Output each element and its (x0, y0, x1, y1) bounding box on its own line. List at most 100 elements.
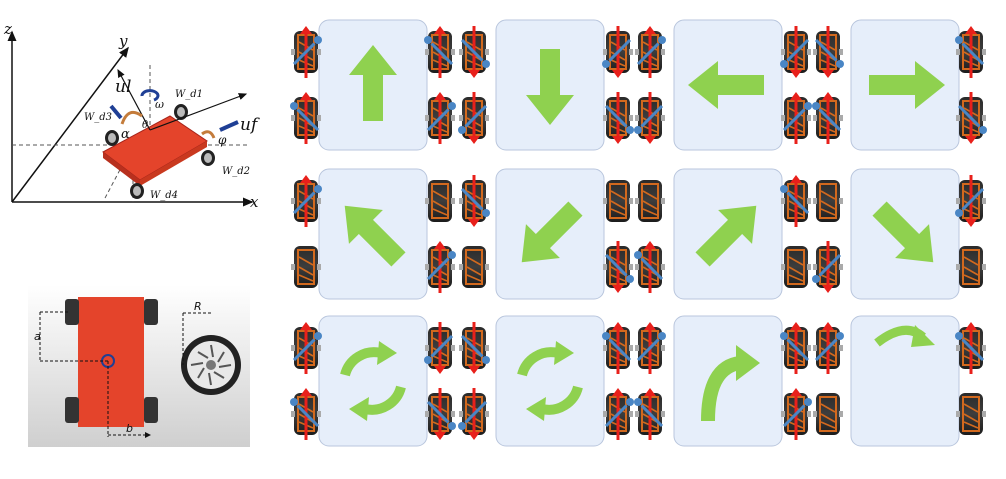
roller-force-arrow (458, 400, 488, 430)
roller-force-arrow (814, 38, 844, 68)
motion-tile-move-backward (495, 19, 605, 151)
roller-force-arrow (290, 102, 320, 132)
wheel-d3-label: W_d3 (84, 112, 112, 123)
mecanum-wheel-icon (459, 246, 489, 288)
force-arrow (965, 322, 977, 374)
force-arrow (965, 92, 977, 144)
roller-force-arrow (292, 332, 322, 362)
roller-force-arrow (634, 398, 664, 428)
axis-y-label: y (118, 32, 128, 50)
roller-force-arrow (636, 36, 666, 66)
roller-force-arrow (460, 334, 490, 364)
roller-force-arrow (782, 102, 812, 132)
roller-force-arrow (460, 187, 490, 217)
rotate-ccw-icon (517, 341, 583, 421)
coordinate-diagram: z y x ul uf ω α θ φ W_d1 W_d2 W_d3 W_d4 (0, 10, 265, 225)
motion-tile-move-left (673, 19, 783, 151)
roller-force-arrow (292, 185, 322, 215)
roller-force-arrow (957, 104, 987, 134)
mecanum-wheel-icon (603, 180, 633, 222)
omega-label: ω (155, 98, 164, 111)
force-arrow (822, 92, 834, 144)
mecanum-wheel-icon (291, 26, 322, 78)
mecanum-wheel-icon (634, 388, 665, 440)
uf-label: uf (240, 115, 260, 135)
force-arrow (434, 92, 446, 144)
mecanum-wheel-icon (781, 92, 812, 144)
roller-force-arrow (604, 253, 634, 283)
force-arrow (644, 388, 656, 440)
mecanum-wheel-icon (424, 322, 455, 374)
motion-tile-turn-lateral (850, 315, 960, 447)
force-arrow (300, 92, 312, 144)
motion-tile-move-backward-right (850, 168, 960, 300)
arrow-down-icon (526, 49, 574, 125)
mecanum-wheel-icon (634, 241, 665, 293)
phi-label: φ (218, 133, 227, 147)
mecanum-wheel-icon (291, 322, 322, 374)
force-arrow (612, 388, 624, 440)
force-arrow (300, 26, 312, 78)
mecanum-wheel-icon (459, 322, 490, 374)
mecanum-wheel-icon (425, 92, 456, 144)
motion-tile-move-forward-right (673, 168, 783, 300)
force-arrow (965, 26, 977, 78)
mecanum-wheel-icon (635, 26, 666, 78)
force-arrow (612, 322, 624, 374)
theta-label: θ (142, 120, 148, 131)
roller-force-arrow (955, 187, 985, 217)
mecanum-wheel-icon (290, 92, 321, 144)
roller-force-arrow (780, 332, 810, 362)
arrow-down-right-icon (872, 201, 934, 263)
mecanum-wheel-icon (956, 393, 986, 435)
roller-force-arrow (604, 104, 634, 134)
roller-force-arrow (426, 251, 456, 281)
dimension-a-label: a (34, 330, 41, 343)
arrow-down-left-icon (521, 201, 583, 263)
force-arrow (468, 322, 480, 374)
mecanum-wheel-icon (603, 241, 634, 293)
force-arrow (644, 26, 656, 78)
roller-force-arrow (290, 398, 320, 428)
force-arrow (644, 92, 656, 144)
force-arrow (822, 241, 834, 293)
mecanum-wheel-icon (634, 92, 665, 144)
mecanum-wheel-icon (955, 322, 986, 374)
mecanum-wheel-icon (181, 335, 241, 395)
roller-force-arrow (604, 398, 634, 428)
roller-force-arrow (782, 398, 812, 428)
arrow-right-icon (869, 61, 945, 109)
mecanum-wheel-icon (780, 322, 811, 374)
force-arrow (790, 388, 802, 440)
dimension-b-label: b (126, 422, 133, 435)
force-arrow (822, 322, 834, 374)
mecanum-wheel-icon (635, 322, 666, 374)
wheel-d1-label: W_d1 (175, 89, 203, 100)
mecanum-wheel-icon (602, 26, 633, 78)
motion-tile-move-forward-left (318, 168, 428, 300)
force-arrow (434, 388, 446, 440)
y-axis (11, 46, 129, 203)
mecanum-wheel-icon (812, 241, 843, 293)
motion-tile-turn-right (673, 315, 783, 447)
force-arrow (300, 322, 312, 374)
roller-force-arrow (424, 36, 454, 66)
arrow-up-right-icon (695, 205, 757, 267)
omega-rotation-icon (140, 89, 160, 102)
motion-tile-rotate-clockwise (318, 315, 428, 447)
ul-velocity-bar (109, 104, 123, 120)
mecanum-motion-grid (288, 10, 998, 470)
arrow-left-icon (688, 61, 764, 109)
force-arrow (644, 322, 656, 374)
robot-top-view (65, 297, 158, 427)
roller-force-arrow (814, 332, 844, 362)
motion-tile-move-right (850, 19, 960, 151)
force-arrow (612, 241, 624, 293)
roller-force-arrow (426, 400, 456, 430)
motion-tile-move-backward-left (495, 168, 605, 300)
force-arrow (790, 92, 802, 144)
mecanum-wheel-icon (780, 175, 811, 227)
ul-vector (117, 68, 151, 131)
mecanum-wheel-icon (425, 388, 456, 440)
force-arrow (790, 175, 802, 227)
